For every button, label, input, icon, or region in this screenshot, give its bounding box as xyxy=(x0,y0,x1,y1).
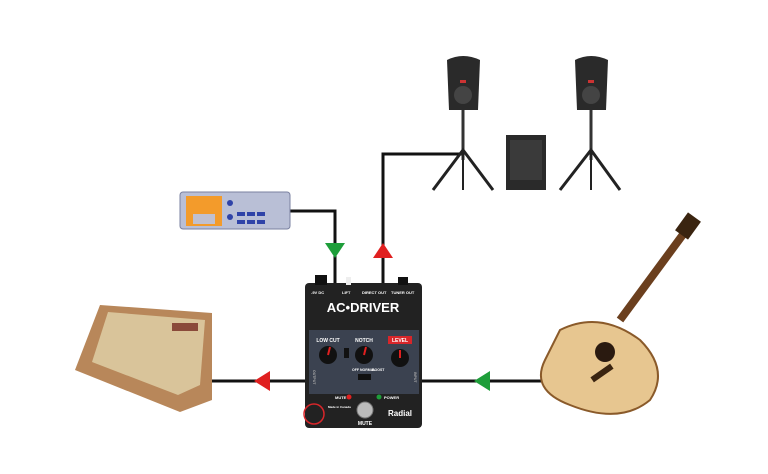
arrow-guitar-in xyxy=(474,371,490,391)
level-label: LEVEL xyxy=(392,338,408,344)
footswitch-label: MUTE xyxy=(358,421,373,427)
switch-off-label: OFF xyxy=(352,368,360,372)
tuner-device xyxy=(179,191,291,230)
pedal-title: AC•DRIVER xyxy=(327,300,400,315)
pa-wire xyxy=(381,152,462,283)
switch-boost-label: BOOST xyxy=(372,368,385,372)
output-label: OUTPUT xyxy=(312,370,316,385)
switch-normal-label: NORMAL xyxy=(360,368,376,372)
made-in-label: Made in Canada xyxy=(328,405,351,409)
notch-label: NOTCH xyxy=(355,338,373,344)
power-led-label: POWER xyxy=(384,395,399,400)
arrow-direct-out xyxy=(373,243,393,258)
acoustic-guitar xyxy=(540,212,701,415)
mute-led-label: MUTE xyxy=(335,395,347,400)
jack-tuner-out-label: TUNER OUT xyxy=(391,290,415,295)
pa-speaker-left xyxy=(431,56,495,191)
low-cut-switch[interactable] xyxy=(344,348,349,358)
ac-driver-pedal: -9V DC LIFT DIRECT OUT TUNER OUT AC•DRIV… xyxy=(303,275,422,428)
low-cut-label: LOW CUT xyxy=(316,338,339,344)
mute-led xyxy=(346,394,352,400)
jack-power-label: -9V DC xyxy=(311,290,324,295)
acoustic-amp xyxy=(75,305,212,412)
mute-footswitch[interactable] xyxy=(356,401,374,419)
notch-mode-switch[interactable] xyxy=(358,374,371,380)
input-label: INPUT xyxy=(413,372,417,383)
arrow-amp-out xyxy=(254,371,270,391)
power-led xyxy=(376,394,382,400)
tuner-wire xyxy=(290,209,337,283)
subwoofer xyxy=(506,135,546,190)
jack-direct-out-label: DIRECT OUT xyxy=(362,290,387,295)
pa-speaker-right xyxy=(558,56,622,191)
arrow-tuner-in xyxy=(325,243,345,258)
jack-lift-label: LIFT xyxy=(342,290,351,295)
radial-logo: Radial xyxy=(388,409,412,418)
